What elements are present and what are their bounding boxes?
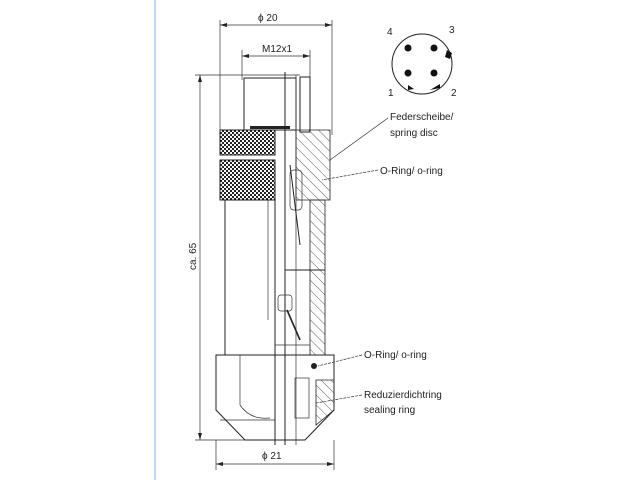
dimension-label: ϕ 20	[258, 13, 278, 24]
pin-label-1: 1	[388, 88, 394, 99]
dimension-label: ϕ 21	[262, 451, 282, 462]
pin-label-4: 4	[387, 27, 393, 38]
callouts: Federscheibe/ spring disc O-Ring/ o-ring…	[315, 112, 454, 416]
label-sealing-ring-de: Reduzierdichtring	[364, 390, 442, 401]
connector-body	[215, 72, 335, 445]
label-o-ring-lower: O-Ring/ o-ring	[364, 350, 427, 361]
dimension-bottom-diameter: ϕ 21	[215, 440, 335, 470]
dimension-label: M12x1	[262, 44, 292, 55]
pin-label-2: 2	[451, 88, 457, 99]
label-spring-disc-en: spring disc	[390, 128, 438, 139]
dimension-label: ca. 65	[188, 242, 199, 270]
pin-label-3: 3	[449, 25, 455, 36]
label-sealing-ring-en: sealing ring	[364, 405, 415, 416]
label-o-ring-upper: O-Ring/ o-ring	[380, 166, 443, 177]
dimension-thread: M12x1	[241, 44, 311, 80]
dimension-top-diameter: ϕ 20	[219, 13, 333, 135]
pinout-diagram: 4 3 1 2	[387, 25, 457, 99]
label-spring-disc-de: Federscheibe/	[390, 112, 454, 123]
